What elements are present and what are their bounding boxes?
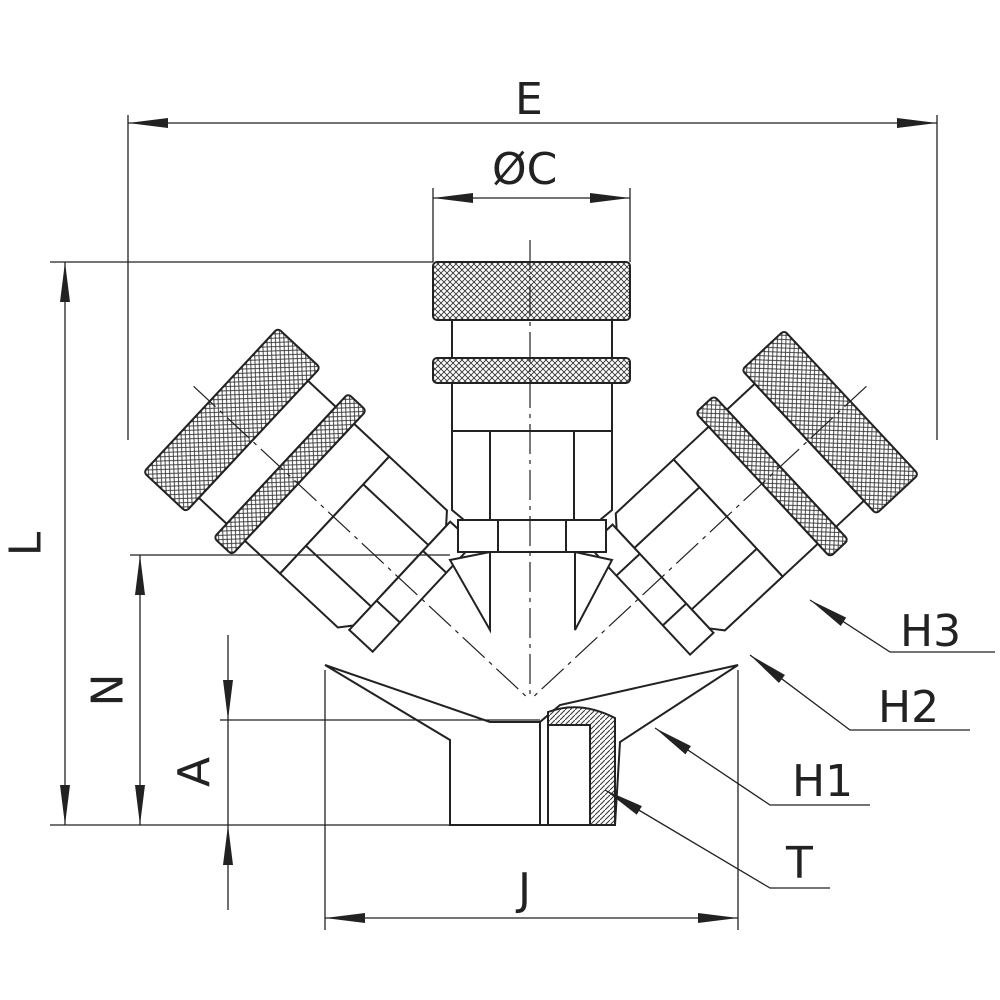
dimension-label-a: A <box>169 756 221 788</box>
y-body <box>324 550 739 826</box>
callout-label-t: T <box>786 838 813 889</box>
dimension-label-j: J <box>518 864 531 915</box>
dimension-label-n: N <box>82 673 134 707</box>
callout-label-h2: H2 <box>878 682 940 733</box>
callout-label-h3: H3 <box>900 606 962 657</box>
callout-label-h1: H1 <box>792 756 854 807</box>
coupling-center <box>432 239 631 701</box>
dimension-lines <box>50 115 995 930</box>
dimension-label-e: E <box>515 74 543 125</box>
dimension-label-l: L <box>0 531 52 557</box>
dimension-label-c: ØC <box>492 144 558 195</box>
